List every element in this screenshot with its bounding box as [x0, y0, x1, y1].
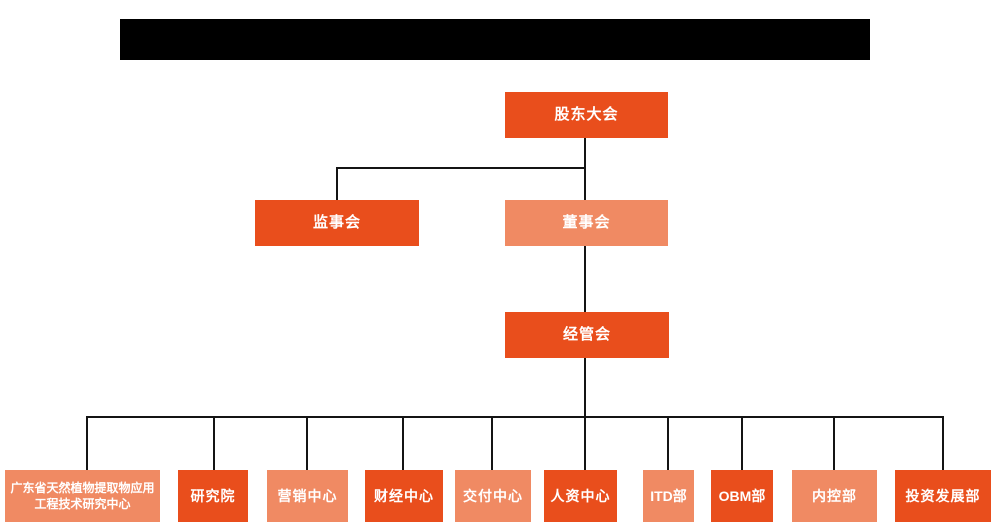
org-node-investment-dev-dept: 投资发展部 — [895, 470, 991, 522]
org-node-gd-research-center: 广东省天然植物提取物应用工程技术研究中心 — [5, 470, 160, 522]
org-node-label: 经管会 — [562, 325, 611, 343]
connector-line — [86, 416, 88, 471]
org-node-delivery-center: 交付中心 — [455, 470, 531, 522]
connector-line — [741, 416, 743, 471]
org-node-finance-center: 财经中心 — [365, 470, 443, 522]
connector-line — [942, 416, 944, 471]
org-node-obm-dept: OBM部 — [711, 470, 773, 522]
org-node-label: OBM部 — [718, 487, 766, 504]
org-node-label: 财经中心 — [374, 487, 434, 504]
org-node-label: 内控部 — [812, 487, 857, 504]
connector-line — [336, 167, 338, 201]
connector-line — [667, 416, 669, 471]
org-node-label: 监事会 — [312, 213, 361, 231]
org-node-label: 广东省天然植物提取物应用工程技术研究中心 — [10, 480, 155, 511]
org-node-label: 董事会 — [562, 213, 611, 231]
org-node-label: 投资发展部 — [905, 487, 981, 504]
connector-line — [306, 416, 308, 471]
org-node-label: 营销中心 — [277, 487, 338, 504]
org-node-research-institute: 研究院 — [178, 470, 248, 522]
connector-line — [584, 138, 586, 201]
connector-line — [491, 416, 493, 471]
redacted-title-bar — [120, 19, 870, 60]
connector-line — [584, 358, 586, 471]
connector-line — [584, 246, 586, 312]
connector-line — [402, 416, 404, 471]
org-node-hr-center: 人资中心 — [544, 470, 617, 522]
org-node-label: ITD部 — [650, 487, 687, 504]
org-node-itd-dept: ITD部 — [643, 470, 694, 522]
connector-line — [833, 416, 835, 471]
org-node-label: 股东大会 — [554, 105, 619, 123]
org-node-label: 人资中心 — [550, 487, 611, 504]
connector-line — [336, 167, 586, 169]
org-node-supervisory-board: 监事会 — [255, 200, 419, 246]
org-node-label: 交付中心 — [463, 487, 523, 504]
connector-line — [86, 416, 944, 418]
org-node-shareholders-meeting: 股东大会 — [505, 92, 668, 138]
connector-line — [213, 416, 215, 471]
org-node-management-committee: 经管会 — [505, 312, 669, 358]
org-node-marketing-center: 营销中心 — [267, 470, 348, 522]
org-node-label: 研究院 — [190, 487, 236, 504]
org-node-board-of-directors: 董事会 — [505, 200, 668, 246]
org-node-internal-control-dept: 内控部 — [792, 470, 877, 522]
